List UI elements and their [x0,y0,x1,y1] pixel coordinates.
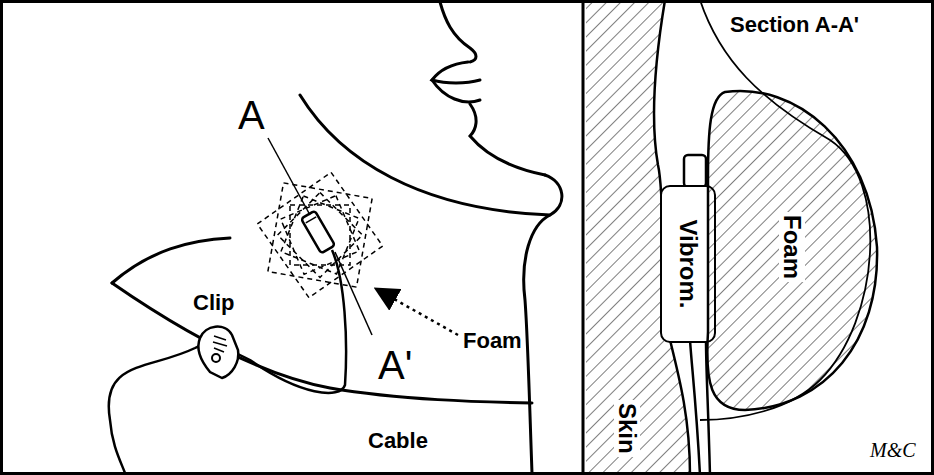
foam-pad [257,172,382,297]
view-title: Section A-A' [730,14,859,36]
node-text: Vibrom. [675,217,701,312]
section-marker: A' [378,345,412,385]
face-outline [112,2,562,473]
section-marker: A [238,95,265,135]
node-text: Foam [779,212,805,282]
part-label: Foam [463,330,522,352]
foam-region: Foam [705,82,880,412]
signature: M&C [870,440,916,460]
part-label: Cable [368,430,428,452]
clip [198,327,238,378]
part-label: Skin [614,400,640,457]
vibrometer [301,211,335,254]
section-line [268,138,310,215]
leader-arrow [378,290,458,335]
panel-divider [582,0,585,475]
section-line [335,252,372,335]
part-label: Clip [193,292,235,314]
cable [109,250,346,473]
